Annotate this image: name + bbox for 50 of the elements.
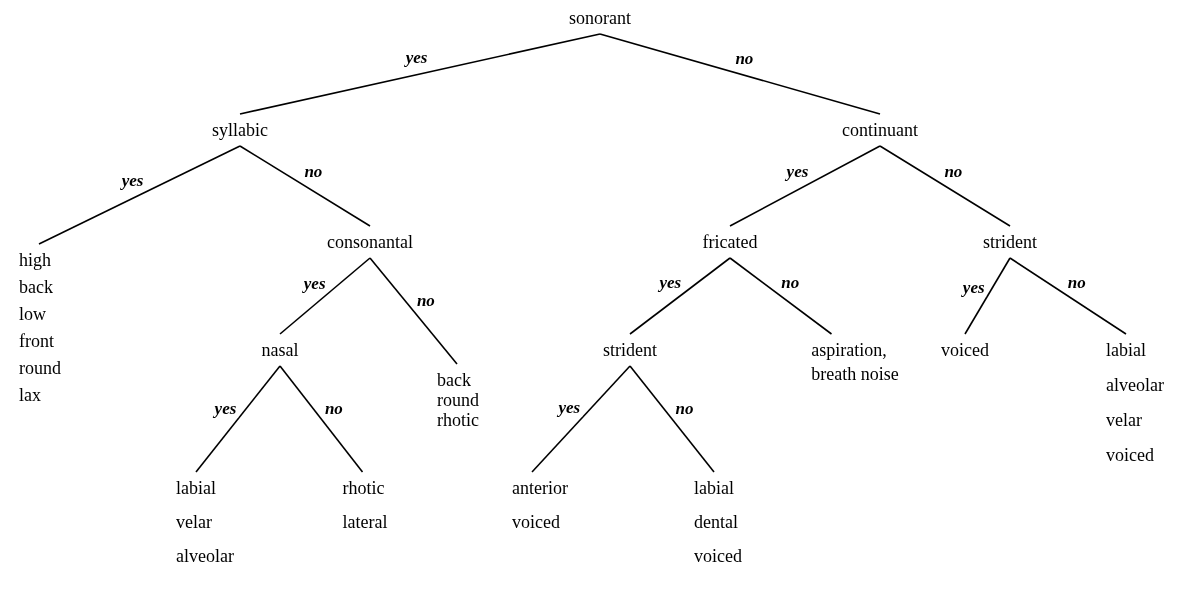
feature-label: labial [176,478,216,498]
feature-label: low [19,304,46,324]
feature-label: rhotic [342,478,385,498]
feature-label: back [19,277,53,297]
feature-label: voiced [512,512,560,532]
branch-line [599,33,881,115]
feature-label: fricated [702,232,758,252]
feature-label: breath noise [811,364,899,384]
feature-label: anterior [512,478,568,498]
feature-label: nasal [261,340,299,360]
branch-line [369,257,458,365]
branch-line [629,365,715,473]
feature-label: rhotic [437,410,479,430]
branch-line [879,145,1011,227]
branch-line [531,365,631,473]
feature-label: labial [1106,340,1146,360]
feature-label: velar [1106,410,1142,430]
feature-label: voiced [694,546,742,566]
feature-label: syllabic [212,120,268,140]
feature-label: consonantal [327,232,413,252]
feature-label: lax [19,385,41,405]
feature-label: sonorant [569,8,631,28]
feature-label: continuant [842,120,918,140]
branch-line [964,257,1011,335]
feature-label: voiced [1106,445,1154,465]
branch-line [279,257,371,335]
feature-label: high [19,250,51,270]
feature-label: back [437,370,471,390]
branch-line [1009,257,1127,335]
feature-label: round [437,390,479,410]
feature-label: round [19,358,61,378]
feature-label: lateral [342,512,388,532]
branch-line [239,145,371,227]
feature-label: dental [694,512,738,532]
branch-line [729,257,833,335]
branch-line [729,145,881,227]
branch-line [38,145,241,245]
branch-line [239,33,601,115]
branch-line [279,365,364,473]
feature-label: alveolar [176,546,234,566]
feature-label: labial [694,478,734,498]
feature-label: strident [603,340,657,360]
feature-label: velar [176,512,212,532]
branch-line [195,365,281,473]
feature-label: voiced [941,340,989,360]
branch-line [629,257,731,335]
feature-label: aspiration, [811,340,887,360]
feature-label: front [19,331,54,351]
feature-label: alveolar [1106,375,1164,395]
feature-label: strident [983,232,1037,252]
